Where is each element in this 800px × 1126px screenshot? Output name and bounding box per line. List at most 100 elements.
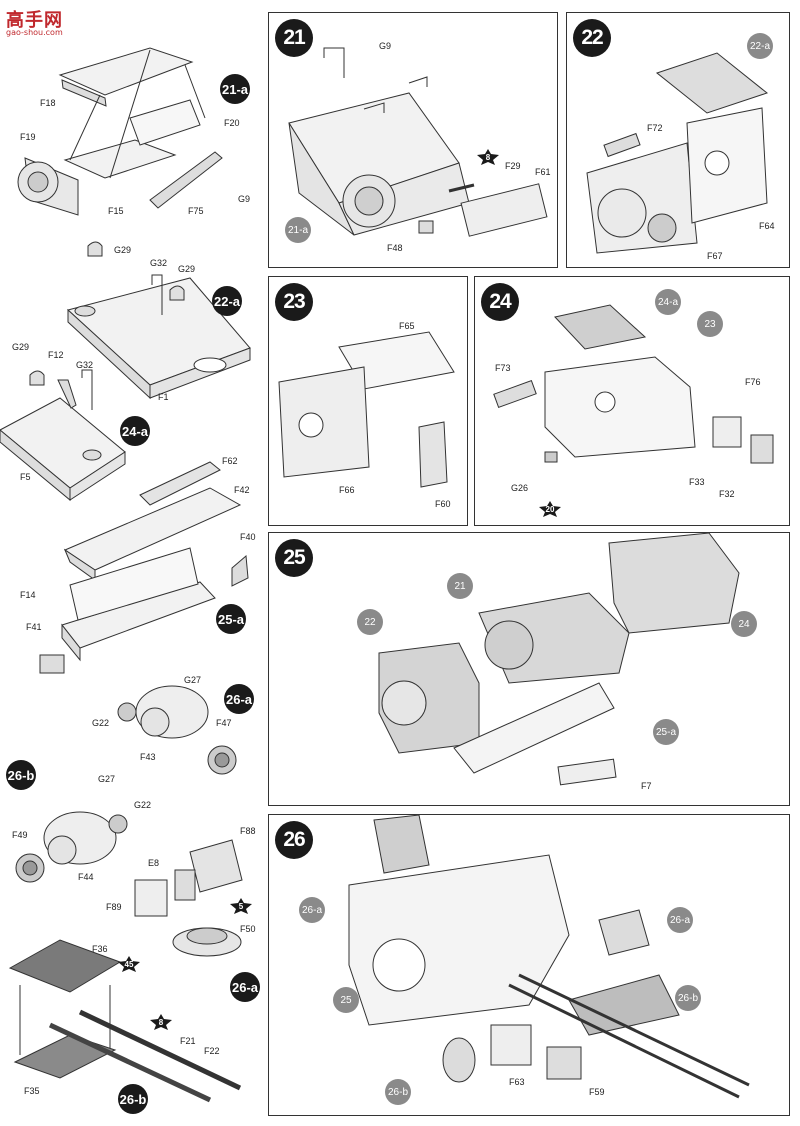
label-F48: F48	[387, 243, 403, 253]
label-F12: F12	[48, 350, 64, 360]
label-F60: F60	[435, 499, 451, 509]
star-8-tracks-text: 8	[158, 1017, 164, 1027]
label-G26: G26	[511, 483, 529, 493]
step-23-drawing	[278, 331, 455, 488]
label-F18: F18	[40, 98, 56, 108]
step-21-number: 21	[275, 19, 313, 57]
label-F50: F50	[240, 924, 256, 934]
step-25-drawing	[378, 533, 740, 786]
badge-26b-tracks: 26-b	[118, 1084, 148, 1114]
step-24-panel: 24 24-a 23 F73 F76 G26 F33 F32 20	[474, 276, 790, 526]
sub-assembly-drawings	[0, 47, 251, 1103]
label-G32-24a: G32	[76, 360, 94, 370]
label-F41: F41	[26, 622, 42, 632]
ref-25: 25	[333, 987, 359, 1013]
label-F66: F66	[339, 485, 355, 495]
label-F61: F61	[535, 167, 551, 177]
label-F73: F73	[495, 363, 511, 373]
badge-26b: 26-b	[6, 760, 36, 790]
label-G29-22a: G29	[114, 245, 132, 255]
label-F21: F21	[180, 1036, 196, 1046]
label-F1: F1	[158, 392, 169, 402]
label-F76: F76	[745, 377, 761, 387]
step-26-number: 26	[275, 821, 313, 859]
ref-26b-right: 26-b	[675, 985, 701, 1011]
step-24-drawing	[493, 304, 774, 464]
label-F42: F42	[234, 485, 250, 495]
label-F59: F59	[589, 1087, 605, 1097]
label-G22-26b: G22	[134, 800, 152, 810]
label-F49: F49	[12, 830, 28, 840]
badge-26a-mount: 26-a	[230, 972, 260, 1002]
label-G27-26a: G27	[184, 675, 202, 685]
label-F47: F47	[216, 718, 232, 728]
label-F5: F5	[20, 472, 31, 482]
step-26-drawing	[348, 815, 750, 1099]
step-21-drawing	[288, 47, 548, 237]
step-26-panel: 26 26-a 26-a 26-b 25 26-b F63 F59	[268, 814, 790, 1116]
label-F22: F22	[204, 1046, 220, 1056]
label-G29-24a: G29	[12, 342, 30, 352]
logo-url: gao-shou.com	[6, 28, 63, 37]
label-F19: F19	[20, 132, 36, 142]
label-F89: F89	[106, 902, 122, 912]
label-E8: E8	[148, 858, 160, 868]
badge-24a: 24-a	[120, 416, 150, 446]
ref-22a: 22-a	[747, 33, 773, 59]
label-G9-s21: G9	[379, 41, 392, 51]
ref-26a-right: 26-a	[667, 907, 693, 933]
ref-21a: 21-a	[285, 217, 311, 243]
star-5-text: 5	[238, 901, 244, 911]
label-F15: F15	[108, 206, 124, 216]
step-22-number: 22	[573, 19, 611, 57]
ref-23: 23	[697, 311, 723, 337]
ref-22: 22	[357, 609, 383, 635]
star-20-text: 20	[545, 504, 555, 514]
step-23-panel: 23 F65 F66 F60	[268, 276, 468, 526]
step-23-number: 23	[275, 283, 313, 321]
label-F65: F65	[399, 321, 415, 331]
ref-21: 21	[447, 573, 473, 599]
label-G9: G9	[238, 194, 251, 204]
ref-26a-top: 26-a	[299, 897, 325, 923]
label-F40: F40	[240, 532, 256, 542]
badge-26a: 26-a	[224, 684, 254, 714]
sub-assembly-column: 21-a F18 F19 F20 F15 F75 G9 22-a G29 G32…	[0, 0, 262, 1126]
ref-24: 24	[731, 611, 757, 637]
label-F67: F67	[707, 251, 723, 261]
step-22-panel: 22 22-a F72 F64 F67	[566, 12, 790, 268]
label-F20: F20	[224, 118, 240, 128]
star-8-s21: 8	[477, 149, 499, 165]
label-F64: F64	[759, 221, 775, 231]
label-G27-26b: G27	[98, 774, 116, 784]
ref-26b-bottom: 26-b	[385, 1079, 411, 1105]
label-F35: F35	[24, 1086, 40, 1096]
step-25-number: 25	[275, 539, 313, 577]
label-F29: F29	[505, 161, 521, 171]
label-G29b-22a: G29	[178, 264, 196, 274]
star-8-s21-text: 8	[485, 152, 491, 162]
step-25-panel: 25 21 22 24 25-a F7	[268, 532, 790, 806]
badge-25a: 25-a	[216, 604, 246, 634]
label-F72: F72	[647, 123, 663, 133]
badge-21a: 21-a	[220, 74, 250, 104]
label-G22-26a: G22	[92, 718, 110, 728]
label-F88: F88	[240, 826, 256, 836]
star-45: 45	[118, 956, 140, 972]
logo-text: 高手网	[6, 10, 63, 30]
label-F14: F14	[20, 590, 36, 600]
step-22-drawing	[586, 52, 769, 254]
label-G32-22a: G32	[150, 258, 168, 268]
site-logo: 高手网 gao-shou.com	[6, 6, 82, 42]
step-21-panel: 21 21-a G9 F29 F61 F48 8	[268, 12, 558, 268]
star-5: 5	[230, 898, 252, 914]
label-F7: F7	[641, 781, 652, 791]
step-24-number: 24	[481, 283, 519, 321]
ref-24a: 24-a	[655, 289, 681, 315]
star-45-text: 45	[124, 959, 134, 969]
ref-25a: 25-a	[653, 719, 679, 745]
label-F43: F43	[140, 752, 156, 762]
star-20: 20	[539, 501, 561, 517]
label-F36: F36	[92, 944, 108, 954]
label-F44: F44	[78, 872, 94, 882]
